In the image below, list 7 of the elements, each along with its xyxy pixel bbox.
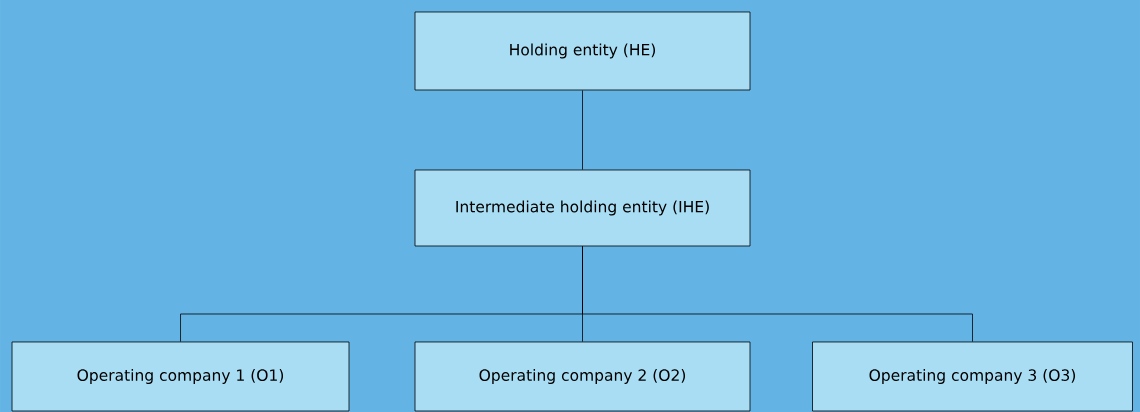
connector-line bbox=[582, 246, 973, 342]
connector-line bbox=[582, 90, 583, 170]
entity-box: Holding entity (HE) bbox=[414, 11, 751, 91]
entity-box: Intermediate holding entity (IHE) bbox=[414, 169, 751, 247]
entity-box: Operating company 3 (O3) bbox=[812, 341, 1133, 412]
entity-box: Operating company 2 (O2) bbox=[414, 341, 751, 412]
entity-box: Operating company 1 (O1) bbox=[11, 341, 350, 412]
